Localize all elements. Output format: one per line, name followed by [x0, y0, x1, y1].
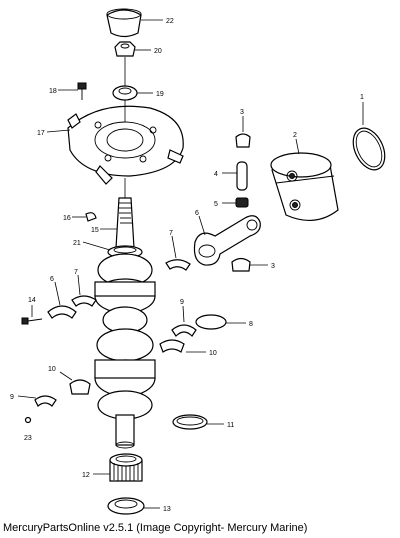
part-17-stator-plate[interactable]	[67, 105, 184, 185]
callout-22: 22	[166, 18, 174, 25]
part-10-bearing-left[interactable]	[69, 379, 91, 395]
part-3-bearing-cap-upper[interactable]	[235, 133, 251, 148]
part-14-screw[interactable]	[21, 317, 43, 325]
callout-7b: 7	[169, 230, 173, 237]
part-6-connecting-rod[interactable]	[193, 215, 261, 266]
part-6-rod-cap-left[interactable]	[47, 305, 77, 319]
exploded-parts-diagram: 22 20 19 18 17 16	[10, 8, 391, 515]
callout-1: 1	[360, 94, 364, 101]
part-10-bearing-right[interactable]	[159, 339, 185, 353]
copyright-caption: MercuryPartsOnline v2.5.1 (Image Copyrig…	[3, 522, 308, 534]
callout-21: 21	[73, 240, 81, 247]
part-11-ring[interactable]	[172, 414, 208, 430]
part-22-cap[interactable]	[106, 8, 142, 38]
callout-3b: 3	[271, 263, 275, 270]
callout-18: 18	[49, 88, 57, 95]
callout-8: 8	[249, 321, 253, 328]
part-16-key[interactable]	[85, 212, 97, 222]
callout-7a: 7	[74, 269, 78, 276]
callout-5: 5	[214, 201, 218, 208]
callout-16: 16	[63, 215, 71, 222]
part-7-bearing-right[interactable]	[165, 259, 191, 271]
callout-6b: 6	[195, 210, 199, 217]
part-18-screw[interactable]	[77, 82, 87, 100]
part-7-bearing-left[interactable]	[71, 295, 97, 307]
part-5-needle-bearing[interactable]	[235, 197, 249, 208]
part-2-piston[interactable]	[270, 152, 339, 221]
callout-11: 11	[227, 422, 234, 429]
part-3-bearing-cap-lower[interactable]	[231, 257, 251, 272]
part-19-washer[interactable]	[112, 85, 138, 101]
callout-4: 4	[214, 171, 218, 178]
callout-13: 13	[163, 506, 171, 513]
callout-2: 2	[293, 132, 297, 139]
callout-6a: 6	[50, 276, 54, 283]
callout-3a: 3	[240, 109, 244, 116]
part-13-seal[interactable]	[107, 497, 145, 515]
callout-10b: 10	[209, 350, 217, 357]
callout-10a: 10	[48, 366, 56, 373]
callout-9b: 9	[180, 299, 184, 306]
callout-14: 14	[28, 297, 36, 304]
callout-23: 23	[24, 435, 32, 442]
part-9-cap-right[interactable]	[171, 324, 197, 337]
callout-12: 12	[82, 472, 90, 479]
part-1-piston-ring[interactable]	[347, 123, 391, 175]
part-9-cap-left[interactable]	[34, 395, 57, 407]
part-12-roller-bearing[interactable]	[109, 453, 143, 482]
crankshaft-body[interactable]	[94, 253, 156, 449]
callout-9a: 9	[10, 394, 14, 401]
callout-20: 20	[154, 48, 162, 55]
part-23-pin[interactable]	[24, 416, 32, 424]
callout-17: 17	[37, 130, 45, 137]
part-20-nut[interactable]	[114, 41, 136, 57]
part-15-crankshaft-taper[interactable]	[115, 197, 135, 249]
callout-19: 19	[156, 91, 164, 98]
callout-15: 15	[91, 227, 99, 234]
part-4-wrist-pin[interactable]	[236, 161, 248, 191]
part-8-ring[interactable]	[195, 314, 227, 330]
